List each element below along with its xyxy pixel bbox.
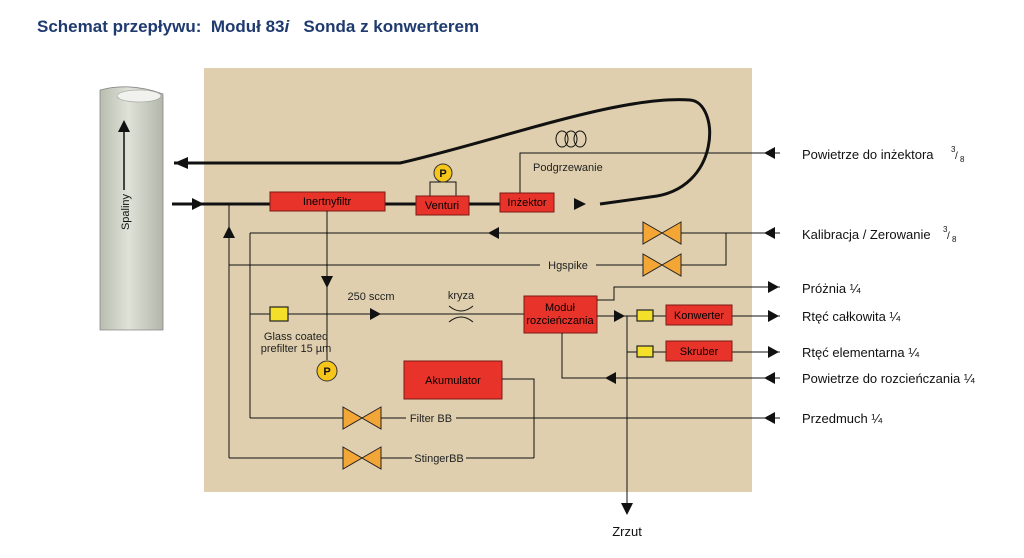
port-elemental-hg-label: Rtęć elementarna ¼ xyxy=(802,345,919,360)
pressure-gauge-2-icon xyxy=(316,360,338,382)
stinger-up-arrow xyxy=(223,226,235,238)
hg-spike-valve-icon xyxy=(642,253,682,277)
calibration-valve-icon xyxy=(642,221,682,245)
dilution-module-label-1: Moduł xyxy=(545,302,576,314)
total-hg-flow-arrow xyxy=(614,310,625,322)
venturi-label: Venturi xyxy=(425,200,459,212)
flow-rate-label: 250 sccm xyxy=(347,291,394,303)
purge-arrow xyxy=(764,412,775,424)
fraction-num: 3 xyxy=(951,145,956,154)
title-part-1: Schemat przepływu: Moduł 83 xyxy=(37,17,285,36)
calibration-arrow xyxy=(764,227,775,239)
dilution-module-label-2: rozcieńczania xyxy=(526,315,594,327)
port-calibration-label: Kalibracja / Zerowanie xyxy=(802,227,931,242)
converter-box xyxy=(665,304,733,326)
injector-air-arrow xyxy=(764,147,775,159)
hg-spike-line xyxy=(250,233,727,266)
fraction-den: 8 xyxy=(960,155,965,164)
vacuum-line xyxy=(597,286,780,301)
port-purge-label: Przedmuch ¼ xyxy=(802,411,882,426)
injector-box xyxy=(499,192,555,213)
port-calibration: Kalibracja / Zerowanie 3 / 8 xyxy=(802,225,957,244)
svg-text:/: / xyxy=(947,231,950,242)
pressure-symbol: P xyxy=(439,168,446,180)
glass-prefilter-label-2: prefilter 15 µm xyxy=(261,343,332,355)
svg-text:/: / xyxy=(955,151,958,162)
accumulator-box xyxy=(403,360,503,400)
total-hg-filter-icon xyxy=(636,309,654,322)
calibration-flow-arrow xyxy=(488,227,499,239)
diagram-title: Schemat przepływu: Moduł 83i Sonda z kon… xyxy=(37,17,479,37)
vacuum-arrow xyxy=(768,281,779,293)
converter-label: Konwerter xyxy=(674,310,724,322)
dilution-air-arrow xyxy=(764,372,775,384)
filter-bb-label: Filter BB xyxy=(410,413,452,425)
glass-prefilter-icon xyxy=(269,306,289,322)
fraction-num-2: 3 xyxy=(943,225,948,234)
dilution-air-line xyxy=(561,333,780,379)
title-part-italic: i xyxy=(284,17,290,36)
inlet-arrow xyxy=(192,198,204,210)
injector-label: Inżektor xyxy=(507,197,546,209)
accumulator-label: Akumulator xyxy=(425,375,481,387)
orifice-label: kryza xyxy=(448,290,475,302)
return-arrow xyxy=(174,157,188,169)
stack-pipe: Spaliny xyxy=(99,86,164,331)
hg-spike-label: Hgspike xyxy=(548,260,588,272)
sample-return-line xyxy=(174,98,712,206)
port-vacuum-label: Próżnia ¼ xyxy=(802,281,861,296)
dilution-air-flow-arrow xyxy=(605,372,616,384)
probe-panel xyxy=(204,68,752,492)
filter-bb-valve-icon xyxy=(342,406,382,430)
glass-prefilter-label-1: Glass coated xyxy=(264,331,328,343)
sample-flow-arrow xyxy=(370,308,381,320)
heater-coil-icon xyxy=(555,130,587,148)
venturi-box xyxy=(415,195,470,216)
title-part-3: Sonda z konwerterem xyxy=(289,17,480,36)
total-hg-arrow xyxy=(768,310,779,322)
exhaust-label: Zrzut xyxy=(612,524,642,539)
injector-air-line xyxy=(519,152,780,200)
scrubber-box xyxy=(665,340,733,362)
injector-arrow xyxy=(574,198,586,210)
elemental-hg-arrow xyxy=(768,346,779,358)
orifice-icon xyxy=(448,305,474,323)
dilution-module-box xyxy=(523,295,598,334)
fraction-den-2: 8 xyxy=(952,235,957,244)
port-injector-air-label: Powietrze do inżektora xyxy=(802,147,934,162)
port-total-hg-label: Rtęć całkowita ¼ xyxy=(802,309,900,324)
filter-drop-arrow xyxy=(321,276,333,288)
stinger-bb-valve-icon xyxy=(342,446,382,470)
stinger-bb-label: StingerBB xyxy=(414,453,464,465)
pressure-symbol-2: P xyxy=(323,366,330,378)
inertial-filter-label: Inertnyfiltr xyxy=(303,196,352,208)
port-injector-air: Powietrze do inżektora 3 / 8 xyxy=(802,145,965,164)
exhaust-arrow xyxy=(621,503,633,515)
pressure-gauge-icon xyxy=(433,163,453,183)
scrubber-label: Skruber xyxy=(680,346,719,358)
stack-label: Spaliny xyxy=(120,193,132,230)
elemental-hg-filter-icon xyxy=(636,345,654,358)
heater-label: Podgrzewanie xyxy=(533,162,603,174)
port-dilution-air-label: Powietrze do rozcieńczania ¼ xyxy=(802,371,975,386)
accumulator-outlet xyxy=(502,378,535,458)
